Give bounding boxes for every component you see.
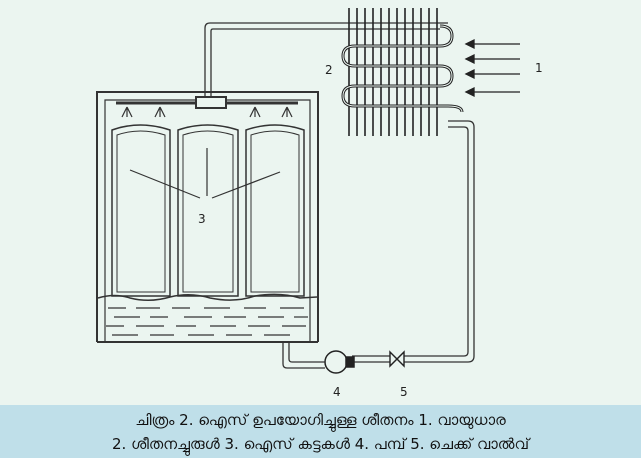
drain-pipe — [282, 342, 325, 369]
return-pipe — [352, 120, 475, 363]
ice-tank — [96, 91, 319, 343]
figure-caption: ചിത്രം 2. ഐസ് ഉപയോഗിച്ചുള്ള ശീതനം 1. വായ… — [0, 405, 641, 458]
supply-pipe — [204, 22, 448, 97]
check-valve — [389, 350, 405, 368]
ice-cooling-diagram: 1 2 3 4 5 — [96, 8, 543, 399]
caption-line-2: 2. ശീതനച്ചുരുൾ 3. ഐസ് കട്ടകൾ 4. പമ്പ് 5.… — [112, 435, 529, 453]
label-ice-blocks: 3 — [198, 212, 206, 226]
ice-block-right — [245, 124, 305, 297]
label-pump: 4 — [333, 385, 341, 399]
spray-nozzles — [121, 106, 293, 118]
label-airflow: 1 — [535, 61, 543, 75]
label-check-valve: 5 — [400, 385, 408, 399]
label-coil: 2 — [325, 63, 333, 77]
spray-header — [116, 96, 298, 109]
ice-block-left — [111, 124, 171, 297]
ice-block-middle — [177, 124, 239, 297]
airflow-arrows — [464, 38, 520, 98]
cooling-coil — [341, 8, 464, 136]
water-level — [97, 293, 318, 336]
ice-blocks-leader-lines — [129, 148, 281, 199]
caption-line-1: ചിത്രം 2. ഐസ് ഉപയോഗിച്ചുള്ള ശീതനം 1. വായ… — [135, 411, 506, 429]
pump — [324, 350, 355, 374]
